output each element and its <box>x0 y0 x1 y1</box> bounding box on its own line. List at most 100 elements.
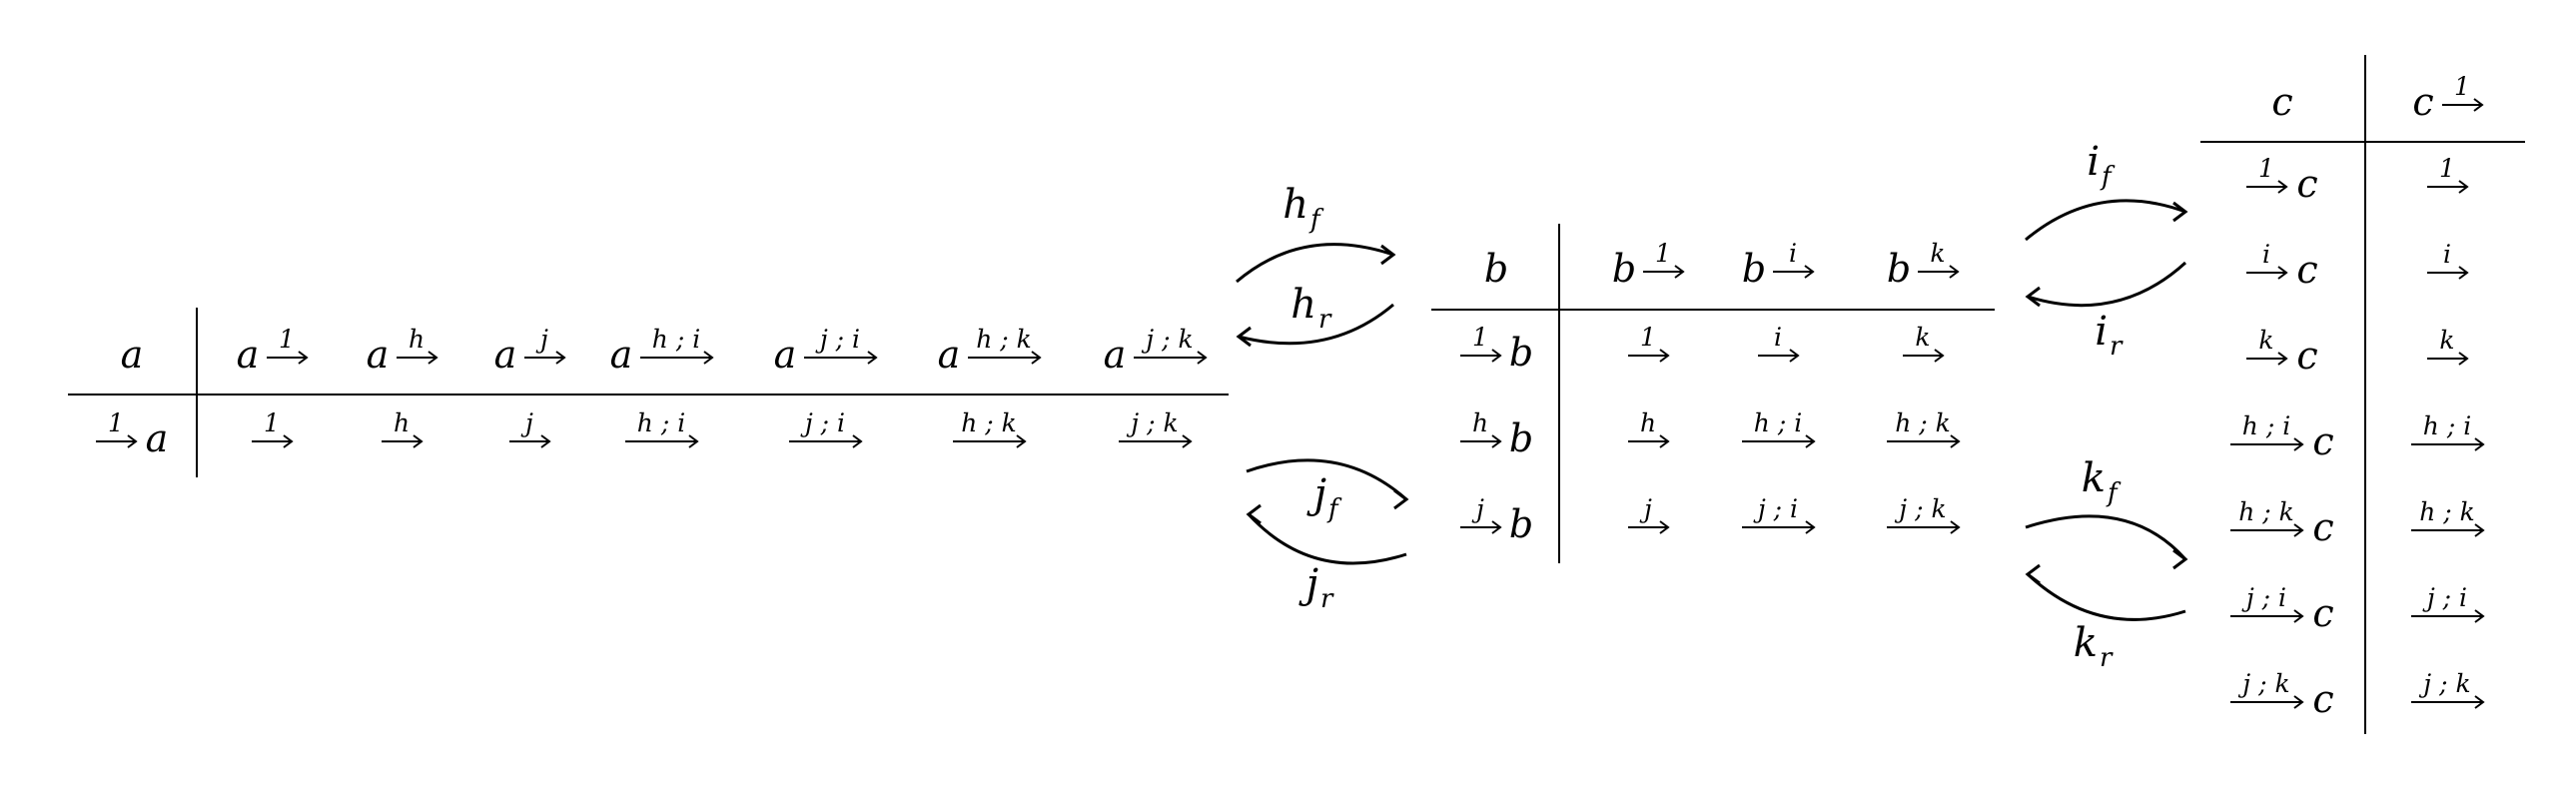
arrowhead-icon <box>2474 437 2485 451</box>
arrowhead-icon <box>1950 434 1961 448</box>
arrow-label: j ; k <box>1126 408 1178 437</box>
arrow-label: j <box>535 325 548 354</box>
arrow-label: j <box>1471 494 1484 523</box>
map-label-subscript: f <box>2106 478 2122 508</box>
arrowhead-icon <box>283 434 294 448</box>
arrow-label: h <box>409 325 425 354</box>
table-cell: h ; i <box>2411 411 2485 451</box>
arrowhead-icon <box>1659 434 1670 448</box>
object-symbol: c <box>2296 162 2317 206</box>
map-label-base: k <box>2074 620 2098 666</box>
column-head: a j ; i <box>774 325 878 377</box>
morphism-arrow: i <box>2246 240 2288 280</box>
map-label-subscript: f <box>1326 494 1342 524</box>
arrow-label: 1 <box>279 325 295 354</box>
table-cell: h ; k <box>953 408 1027 448</box>
corner-object: b <box>1484 247 1508 291</box>
curved-arrow <box>2026 572 2186 621</box>
table-cell: j ; i <box>2411 583 2485 623</box>
object-symbol: a <box>494 333 517 377</box>
arrow-label: j ; i <box>2422 583 2467 612</box>
arrowhead-icon <box>2277 266 2288 280</box>
arrow-label: 1 <box>264 408 280 437</box>
morphism-arrow: h ; k <box>968 325 1042 365</box>
arrowhead-icon <box>1659 520 1670 534</box>
arrowhead-icon <box>1182 434 1193 448</box>
arrowhead-icon <box>1393 488 1409 510</box>
corner-object: a <box>121 333 144 377</box>
curved-arrow <box>1238 303 1394 346</box>
morphism-arrow: j ; k <box>2230 669 2304 709</box>
arrowhead-icon <box>1950 520 1961 534</box>
arrow-label: k <box>1915 323 1930 352</box>
arrow-label: j ; i <box>815 325 860 354</box>
arrow-label: h <box>1640 408 1656 437</box>
arrow-label: 1 <box>1472 323 1488 352</box>
arrowhead-icon <box>852 434 863 448</box>
table-cell: h ; i <box>1742 408 1816 448</box>
morphism-arrow: 1 <box>1460 323 1502 363</box>
table-cell: 1 <box>252 408 294 448</box>
table-cell: k <box>2427 326 2469 366</box>
arrow-label: k <box>2439 326 2454 355</box>
map-label-subscript: r <box>2100 643 2114 673</box>
arrow-label: j ; k <box>1141 325 1193 354</box>
map-label-subscript: r <box>2110 332 2124 362</box>
table-cell: h ; k <box>1887 408 1961 448</box>
morphism-arrow: j <box>524 325 566 365</box>
object-symbol: b <box>1612 247 1636 291</box>
arrowhead-icon <box>1805 434 1816 448</box>
arrowhead-icon <box>1674 265 1685 279</box>
object-symbol: b <box>1509 331 1533 375</box>
morphism-arrow: 1 <box>2246 154 2288 194</box>
table-cell: j <box>509 408 551 448</box>
curved-arrow <box>2027 261 2187 308</box>
object-symbol: a <box>938 333 961 377</box>
arrowhead-icon <box>2474 523 2485 537</box>
table-cell: i <box>1758 323 1800 363</box>
table-cell: j ; k <box>1119 408 1193 448</box>
map-label-subscript: f <box>1308 205 1324 235</box>
object-symbol: c <box>2296 248 2317 292</box>
arrowhead-icon <box>2025 286 2041 308</box>
arrowhead-icon <box>1491 520 1502 534</box>
arrowhead-icon <box>1197 351 1208 365</box>
arrow-label: j ; k <box>2418 669 2470 698</box>
arrow-label: j ; i <box>1753 494 1798 523</box>
object-symbol: a <box>774 333 797 377</box>
corner-object: c <box>2271 80 2292 124</box>
morphism-arrow: h ; i <box>2230 411 2304 451</box>
table-cell: 1 <box>1628 323 1670 363</box>
morphism-arrow: 1 <box>267 325 309 365</box>
object-symbol: a <box>610 333 633 377</box>
arrowhead-icon <box>1491 349 1502 363</box>
arrowhead-icon <box>540 434 551 448</box>
map-label-base: k <box>2082 455 2106 501</box>
map-label-base: i <box>2095 309 2108 355</box>
arrowhead-icon <box>1949 265 1960 279</box>
arrowhead-icon <box>2473 98 2484 112</box>
arrowhead-icon <box>1016 434 1027 448</box>
object-symbol: b <box>1509 502 1533 546</box>
arrowhead-icon <box>688 434 699 448</box>
arrow-label: i <box>2262 240 2270 269</box>
